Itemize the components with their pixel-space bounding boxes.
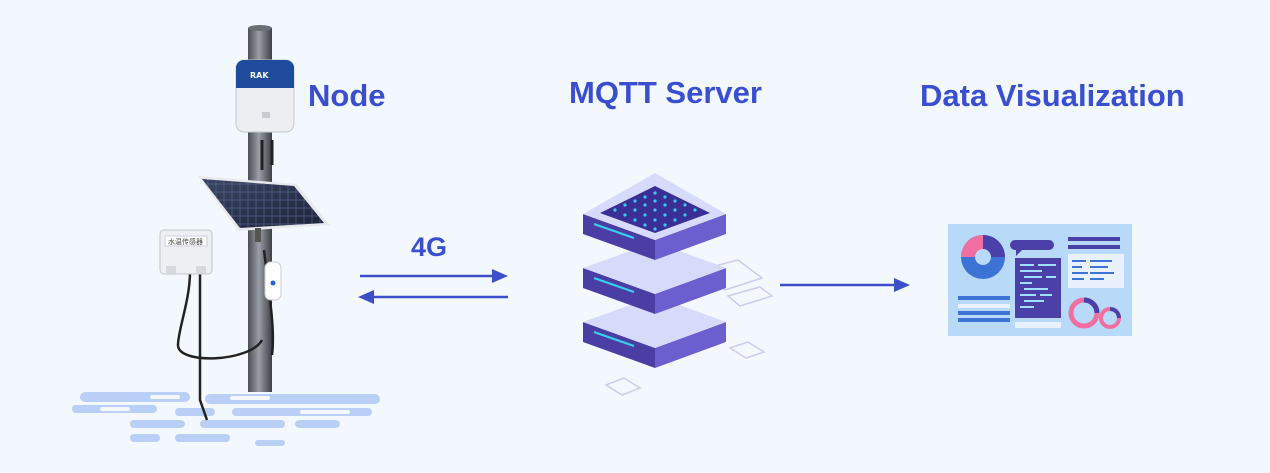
solar-panel [198,176,330,242]
node-device: RAK [235,59,295,133]
connection-4g-label: 4G [411,232,448,262]
device-brand-label: RAK [250,71,269,80]
solar-powered-iot-node-icon: RAK 水温传感器 [72,25,380,446]
sensor-label: 水温传感器 [168,237,203,246]
water-temperature-sensor: 水温传感器 [159,229,213,275]
dashboard-icon [948,224,1132,336]
arrow-right-icon [780,278,910,292]
water-puddle [72,392,380,446]
server-stack-icon [583,173,774,396]
node-label: Node [308,78,386,113]
arrow-left-icon [358,290,508,304]
data-visualization-label: Data Visualization [920,78,1185,113]
arrow-right-icon [360,269,508,283]
mqtt-server-label: MQTT Server [569,75,762,110]
